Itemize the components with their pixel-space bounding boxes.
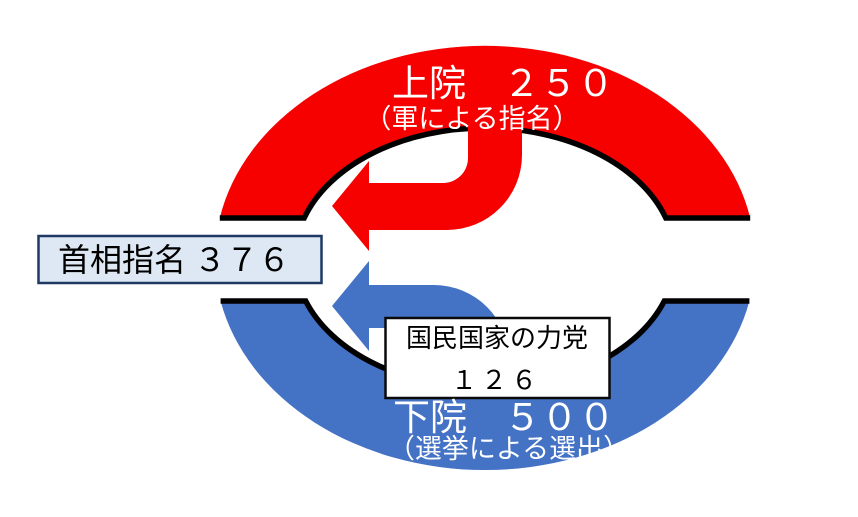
lower-house-subtitle: （選挙による選出） [388,434,630,464]
upper-house-title: 上院 ２５０ [392,63,614,105]
upper-house-to-pm-arrow-icon [332,95,522,251]
upper-house-subtitle: （軍による指名） [364,104,579,134]
upper-house-arc [219,45,751,219]
party-box [384,316,611,400]
pm-nomination-box [37,234,323,285]
party-seats-label: １２６ [451,366,541,395]
lower-house-title: 下院 ５００ [393,397,615,439]
lower-house-arc [220,301,750,471]
party-name-label: 国民国家の力党 [406,324,588,353]
pm-nomination-label: 首相指名 ３７６ [58,242,290,278]
